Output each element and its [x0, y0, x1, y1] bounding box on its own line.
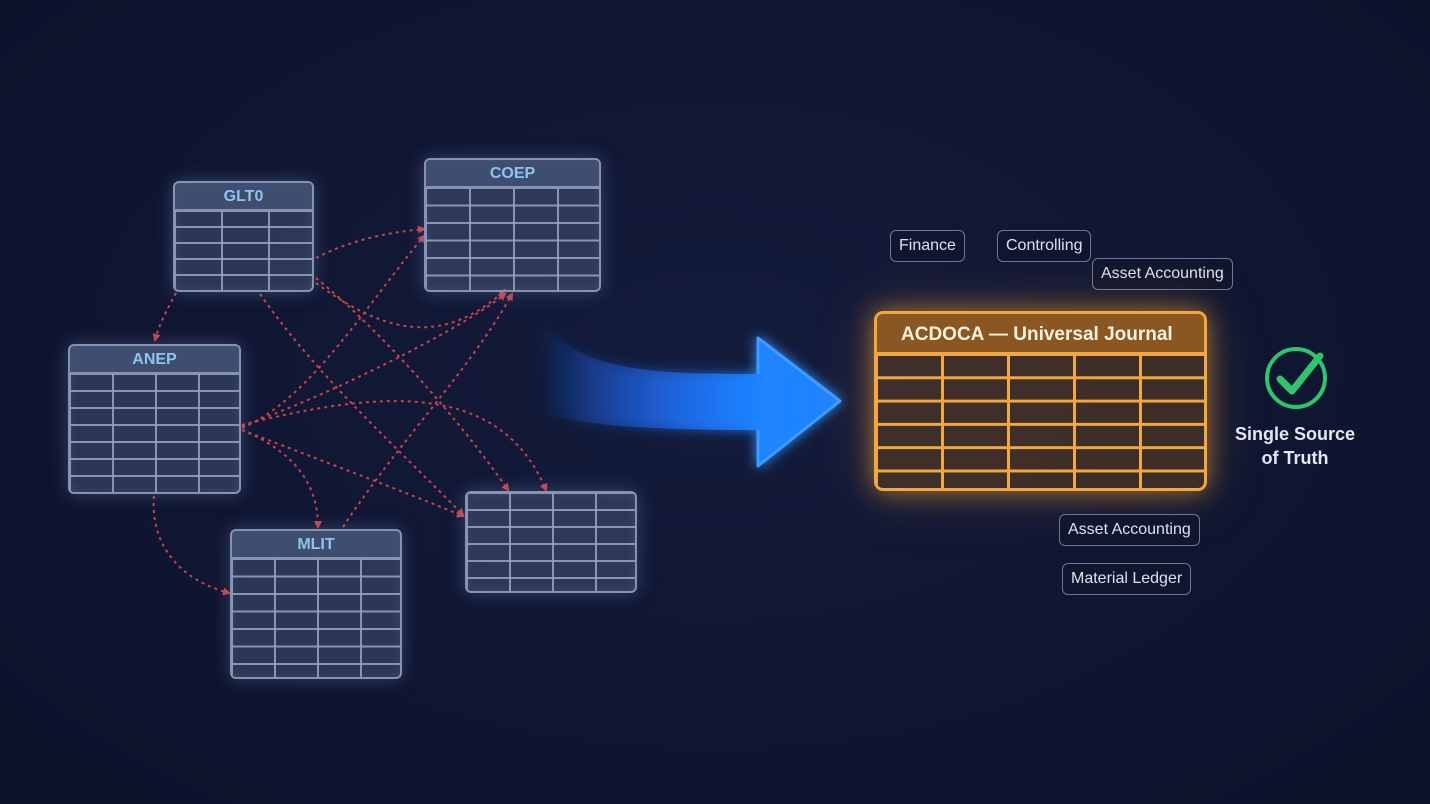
- flow-anep-mlit-2: [152, 495, 231, 596]
- redundant-flow-lines: [152, 225, 548, 596]
- flow-mlit-coep: [342, 292, 513, 528]
- legacy-table-grid: [426, 188, 599, 290]
- single-source-of-truth-label: Single Source of Truth: [1222, 422, 1368, 470]
- legacy-table-title: COEP: [426, 160, 599, 188]
- module-tag-material-ledger: Material Ledger: [1062, 563, 1192, 595]
- universal-journal-table: ACDOCA — Universal Journal: [874, 311, 1207, 491]
- legacy-table-mlit: MLIT: [230, 529, 402, 679]
- module-tag-finance: Finance: [890, 230, 965, 262]
- module-tag-asset-accounting-top: Asset Accounting: [1092, 258, 1233, 290]
- consolidation-arrow: [540, 318, 842, 468]
- arrow-outline: [756, 336, 842, 468]
- arrow-body: [540, 318, 840, 466]
- legacy-table-grid: [175, 211, 312, 290]
- flow-anep-unlabeled-2: [241, 429, 465, 518]
- legacy-table-grid: [467, 493, 635, 591]
- legacy-table-title: GLT0: [175, 183, 312, 211]
- legacy-table-title: MLIT: [232, 531, 400, 559]
- universal-journal-title: ACDOCA — Universal Journal: [877, 314, 1204, 355]
- legacy-table-grid: [70, 374, 239, 492]
- flow-anep-coep: [241, 234, 426, 429]
- single-source-line-2: of Truth: [1261, 448, 1329, 468]
- legacy-table-unlabeled: [465, 491, 637, 593]
- module-tag-controlling: Controlling: [997, 230, 1092, 262]
- legacy-table-grid: [232, 559, 400, 677]
- module-tag-asset-accounting-bottom: Asset Accounting: [1059, 514, 1200, 546]
- flow-glt0-unlabeled: [259, 293, 465, 517]
- legacy-table-glt0: GLT0: [173, 181, 314, 292]
- flow-anep-mlit: [241, 429, 322, 529]
- single-source-line-1: Single Source: [1234, 424, 1356, 444]
- legacy-table-coep: COEP: [424, 158, 601, 292]
- flow-glt0-anep: [152, 292, 177, 342]
- legacy-table-title: ANEP: [70, 346, 239, 374]
- universal-journal-grid: [877, 355, 1204, 488]
- flow-anep-coep-2: [241, 292, 507, 427]
- flow-glt0-coep: [315, 225, 426, 259]
- legacy-table-anep: ANEP: [68, 344, 241, 494]
- check-circle-icon: [1265, 347, 1327, 409]
- flow-coep-unlabeled: [315, 277, 510, 492]
- flow-glt0-lower: [315, 282, 507, 329]
- flow-anep-unlabeled: [241, 400, 548, 492]
